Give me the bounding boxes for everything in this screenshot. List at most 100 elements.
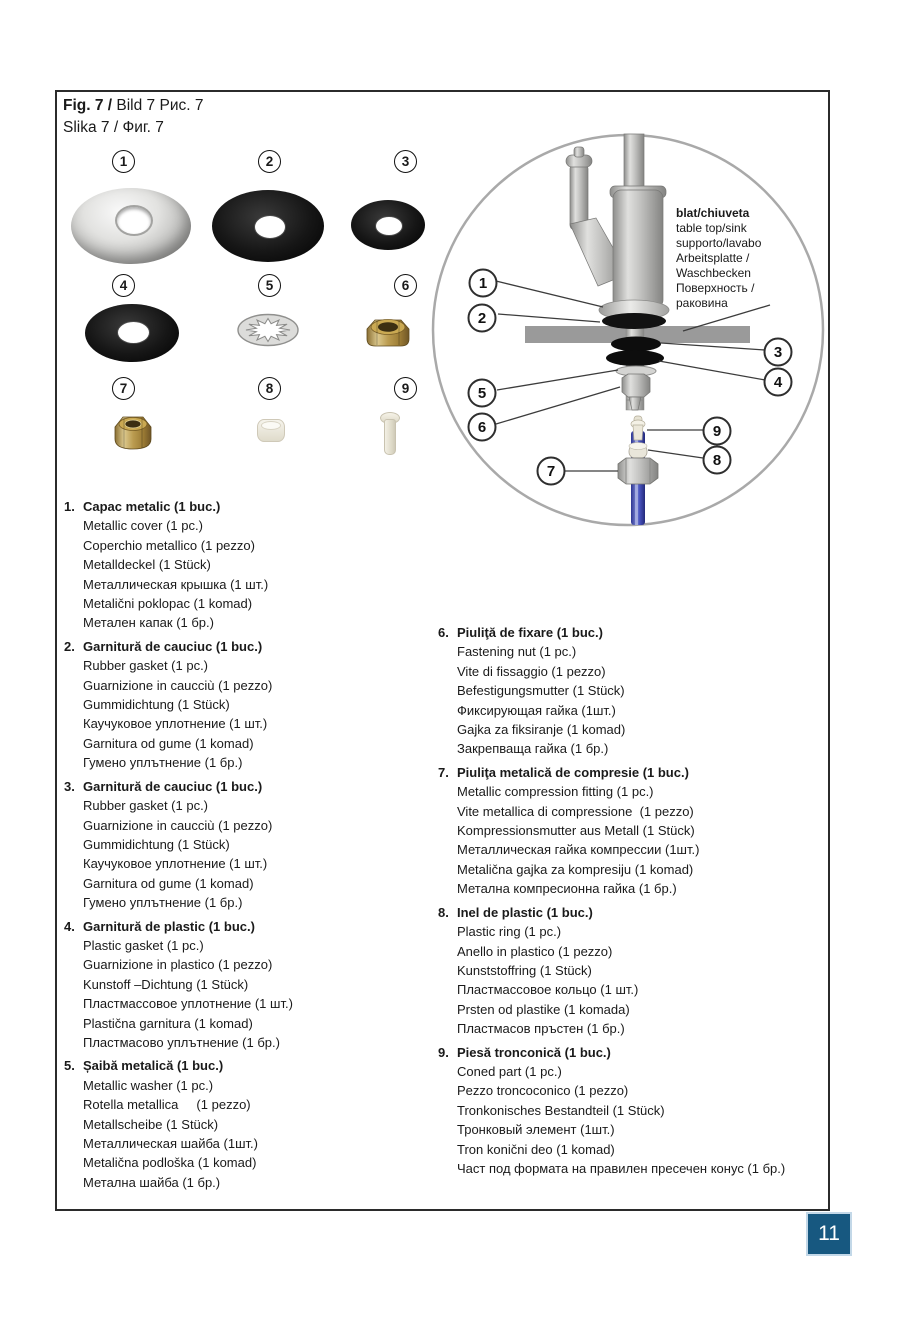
metallic-cover-image bbox=[71, 188, 191, 264]
item-line: Fastening nut (1 pc.) bbox=[457, 644, 577, 660]
leader-5 bbox=[496, 369, 619, 391]
item-line: Vite di fissaggio (1 pezzo) bbox=[457, 663, 606, 679]
item-line: Гумено уплътнение (1 бр.) bbox=[83, 895, 243, 911]
item-number: 9. bbox=[438, 1044, 449, 1060]
badge-label: 1 bbox=[119, 154, 128, 169]
item-line: Закрепваща гайка (1 бр.) bbox=[457, 741, 609, 757]
item-line: Пластмассовое уплотнение (1 шт.) bbox=[83, 996, 293, 1012]
metallic-cover-hole bbox=[115, 205, 153, 236]
leader-2 bbox=[497, 313, 601, 323]
callout-circle-7 bbox=[536, 456, 566, 486]
item-line: Kunstoff –Dichtung (1 Stück) bbox=[83, 976, 249, 992]
callout-num-6: 6 bbox=[478, 419, 486, 436]
item-line: Метална компресионна гайка (1 бр.) bbox=[457, 881, 677, 897]
gasket-3 bbox=[611, 336, 661, 352]
item-lines: Plastic ring (1 pc.)Anello in plastico (… bbox=[457, 922, 790, 1038]
figure-frame bbox=[55, 90, 830, 1211]
part-number-badge-5: 5 bbox=[258, 274, 281, 297]
surface-label: blat/chiuveta table top/sink supporto/la… bbox=[676, 206, 806, 311]
item-line: Kunststoffring (1 Stück) bbox=[457, 962, 592, 978]
gasket-2 bbox=[602, 313, 666, 329]
item-line: Kompressionsmutter aus Metall (1 Stück) bbox=[457, 823, 695, 839]
item-title: Capac metalic (1 buc.) bbox=[83, 499, 221, 514]
parts-list-right-column: 6. Piuliţă de fixare (1 buc.) Fastening … bbox=[438, 623, 790, 1182]
item-line: Metallic compression fitting (1 pc.) bbox=[457, 784, 654, 800]
plastic-gasket-image bbox=[85, 304, 179, 362]
item-lines: Rubber gasket (1 pc.) Guarnizione in cauc… bbox=[83, 656, 432, 772]
item-line: Метален капак (1 бр.) bbox=[83, 615, 214, 631]
figure-title: Fig. 7 / Bild 7 Рис. 7 bbox=[63, 97, 203, 115]
item-number: 8. bbox=[438, 904, 449, 920]
badge-label: 7 bbox=[119, 381, 128, 396]
surface-label-line: раковина bbox=[676, 296, 728, 310]
item-line: Металлическая шайба (1шт.) bbox=[83, 1136, 258, 1151]
item-line: Befestigungsmutter (1 Stück) bbox=[457, 683, 625, 699]
compression-nut-7 bbox=[617, 457, 659, 485]
nut-7-facets bbox=[625, 458, 651, 484]
callout-circle-6 bbox=[467, 412, 497, 442]
shank-tip bbox=[628, 396, 642, 411]
badge-label: 4 bbox=[119, 278, 128, 293]
faucet-riser-pipe bbox=[623, 133, 645, 195]
item-lines: Rubber gasket (1 pc.)Guarnizione in cauc… bbox=[83, 796, 432, 912]
fastening-nut-image bbox=[366, 319, 410, 347]
item-line: Vite metallica di compressione (1 pezzo) bbox=[457, 803, 694, 819]
item-line: Tronkonisches Bestandteil (1 Stück) bbox=[457, 1102, 665, 1118]
item-line: Metallic cover (1 pc.) bbox=[83, 518, 203, 534]
nut-hole bbox=[125, 420, 141, 428]
gasket-hole bbox=[375, 216, 403, 236]
parts-list-item: 6. Piuliţă de fixare (1 buc.) Fastening … bbox=[438, 623, 790, 759]
callout-num-9: 9 bbox=[713, 423, 721, 440]
item-line: Тронковый элемент (1шт.) bbox=[457, 1122, 615, 1138]
item-line: Гумено уплътнение (1 бр.) bbox=[83, 755, 243, 771]
coned-part-9 bbox=[632, 424, 644, 441]
item-line: Rotella metallica (1 pezzo) bbox=[83, 1097, 251, 1113]
parts-list-item: 8. Inel de plastic (1 buc.) Plastic ring… bbox=[438, 903, 790, 1039]
nut-hole bbox=[378, 322, 398, 332]
parts-list-item: 7. Piuliţa metalică de compresie (1 buc.… bbox=[438, 763, 790, 899]
plastic-ring-8-top bbox=[628, 442, 648, 450]
item-line: Coned part (1 pc.) bbox=[457, 1063, 562, 1079]
item-line: Gajka za fiksiranje (1 komad) bbox=[457, 722, 626, 738]
item-title: Inel de plastic (1 buc.) bbox=[457, 904, 593, 920]
item-number: 3. bbox=[64, 778, 75, 794]
item-line: Каучуковое уплотнение (1 шт.) bbox=[83, 856, 268, 872]
plastic-ring-image bbox=[257, 419, 285, 442]
faucet-handle bbox=[569, 163, 589, 231]
leader-4 bbox=[658, 360, 766, 381]
item-line: Guarnizione in caucciù (1 pezzo) bbox=[83, 677, 273, 693]
washer-teeth bbox=[245, 317, 291, 343]
parts-list-item: 4. Garnitură de plastic (1 buc.) Plastic… bbox=[64, 917, 432, 1053]
surface-label-line: table top/sink bbox=[676, 221, 747, 235]
item-line: Tron konični deo (1 komad) bbox=[457, 1141, 615, 1157]
leader-1 bbox=[495, 280, 604, 308]
leader-3 bbox=[660, 342, 766, 351]
gasket-hole bbox=[117, 321, 150, 344]
callout-num-7: 7 bbox=[547, 463, 555, 480]
surface-label-line: Arbeitsplatte / bbox=[676, 251, 750, 265]
rubber-gasket-small-image bbox=[351, 200, 425, 250]
item-number: 7. bbox=[438, 764, 449, 780]
item-line: Rubber gasket (1 pc.) bbox=[83, 798, 209, 814]
item-line: Plastična garnitura (1 komad) bbox=[83, 1015, 253, 1031]
item-title: Garnitură de plastic (1 buc.) bbox=[83, 918, 255, 934]
faucet-body bbox=[612, 189, 664, 309]
item-title: Piesă tronconică (1 buc.) bbox=[457, 1044, 611, 1060]
item-lines: Fastening nut (1 pc.) Vite di fissaggio (… bbox=[457, 642, 790, 758]
item-line: Част под формата на правилен пресечен ко… bbox=[457, 1160, 786, 1176]
item-line: Пластмасово уплътнение (1 бр.) bbox=[83, 1034, 280, 1050]
item-lines: Metallic cover (1 pc.)Coperchio metallic… bbox=[83, 516, 432, 632]
item-line: Metalična gajka za kompresiju (1 komad) bbox=[457, 861, 694, 877]
item-line: Rubber gasket (1 pc.) bbox=[83, 658, 209, 674]
item-number: 5. bbox=[64, 1058, 75, 1074]
callout-circle-8 bbox=[702, 445, 732, 475]
callout-num-1: 1 bbox=[479, 275, 487, 292]
item-line: Prsten od plastike (1 komada) bbox=[457, 1001, 630, 1017]
item-line: Металлическая гайка компрессии (1шт.) bbox=[457, 842, 700, 858]
callout-num-2: 2 bbox=[478, 310, 486, 327]
surface-label-line: Поверхность / bbox=[676, 281, 755, 295]
figure-title-line2: Slika 7 / Фиг. 7 bbox=[63, 119, 164, 136]
parts-list-item: 3. Garnitură de cauciuc (1 buc.) Rubber … bbox=[64, 777, 432, 913]
item-lines: Plastic gasket (1 pc.)Guarnizione in pla… bbox=[83, 936, 432, 1052]
